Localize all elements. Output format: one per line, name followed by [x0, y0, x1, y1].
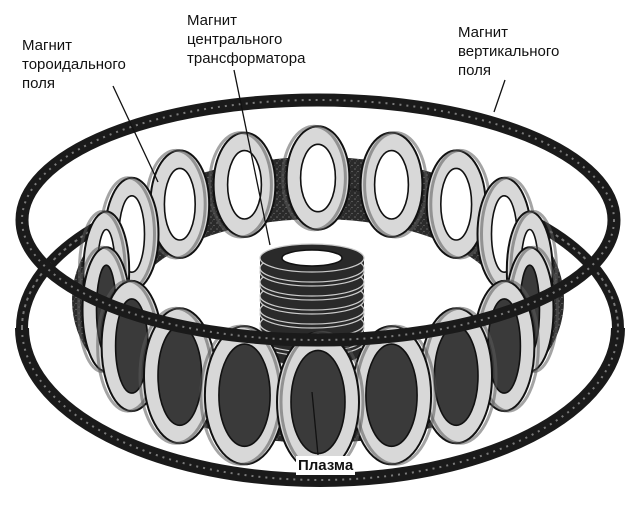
label-line: поля	[458, 62, 492, 79]
coil-inner	[440, 167, 473, 241]
label-line: тороидального	[22, 56, 126, 73]
leader-line-plasma	[311, 391, 319, 456]
label-central-transformer-magnet: Магнит центрального трансформатора	[187, 11, 305, 68]
label-toroidal-field-magnet: Магнит тороидального поля	[22, 36, 126, 93]
label-vertical-field-magnet: Магнит вертикального поля	[458, 23, 559, 80]
coil-inner	[433, 325, 479, 427]
coil-shade	[281, 124, 347, 232]
coil-inner	[299, 143, 337, 213]
coil-inner	[373, 149, 410, 220]
coil-inner	[365, 343, 418, 448]
coil-shade	[363, 131, 428, 239]
label-line: поля	[22, 75, 56, 92]
toroidal-coil	[144, 148, 211, 260]
coil-shade	[208, 131, 273, 239]
label-line: трансформатора	[187, 50, 306, 67]
toroidal-coil	[350, 324, 437, 466]
toroidal-coil	[419, 306, 498, 445]
toroidal-coil	[359, 131, 428, 239]
toroidal-coil	[208, 131, 277, 239]
toroidal-coil	[276, 330, 365, 474]
leader-lines	[112, 69, 506, 456]
coil-inner	[218, 343, 271, 448]
coil-inner	[290, 349, 346, 455]
label-line: Магнит	[458, 24, 509, 41]
solenoid-bore	[281, 249, 343, 267]
vertical-field-ring-upper	[15, 93, 621, 347]
label-line: Магнит	[22, 37, 73, 54]
toroidal-coil	[199, 324, 286, 466]
vertical-field-ring-lower-front	[15, 327, 625, 487]
coil-inner	[157, 325, 203, 427]
label-line: Магнит	[187, 12, 238, 29]
label-line: центрального	[187, 31, 283, 48]
toroidal-coil	[281, 124, 351, 232]
coil-inner	[163, 167, 197, 241]
toroidal-coil	[138, 306, 217, 445]
leader-line-toroidal	[112, 85, 159, 183]
coil-inner	[226, 149, 263, 220]
toroidal-coil	[425, 148, 492, 260]
label-plasma: Плазма	[296, 456, 356, 475]
label-line: вертикального	[458, 43, 560, 60]
leader-line-central	[233, 69, 271, 246]
leader-line-vertical	[493, 79, 506, 113]
